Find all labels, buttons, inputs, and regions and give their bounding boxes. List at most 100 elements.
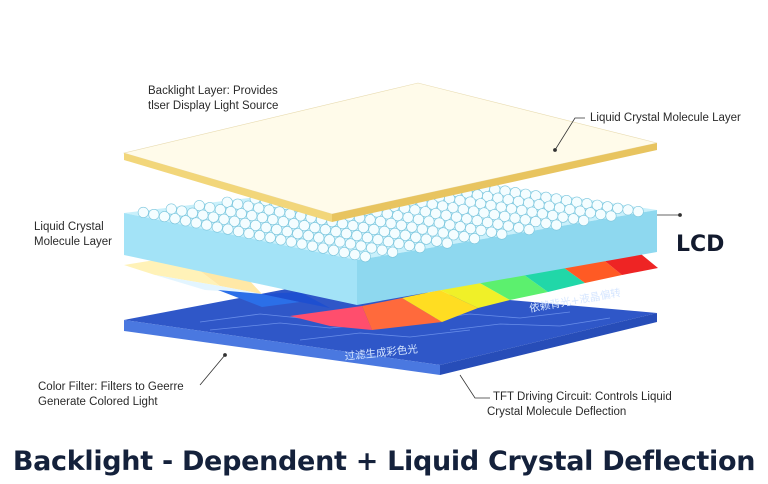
lc-molecule <box>296 238 308 250</box>
backlight-label-line1: Backlight Layer: Provides <box>148 85 278 97</box>
filter-cell-orange <box>362 298 442 330</box>
lc-molecule <box>364 214 376 226</box>
lc-molecule <box>263 204 275 216</box>
lc-molecule <box>222 223 234 235</box>
lc-molecule <box>458 231 470 243</box>
backlight-label-line2: tlser Display Light Source <box>148 100 279 112</box>
tft-layer-front <box>124 320 440 375</box>
lc-molecule <box>361 232 373 244</box>
lc-molecule <box>338 247 350 259</box>
lc-molecule <box>302 230 314 242</box>
lc-molecule <box>349 249 361 261</box>
lc-molecule <box>288 218 300 230</box>
lc-molecule <box>148 209 160 221</box>
lc-molecule <box>323 234 335 246</box>
lc-molecule <box>444 219 456 231</box>
lc-molecule <box>440 209 452 221</box>
lc-molecule <box>306 240 318 252</box>
lc-molecule <box>204 202 216 214</box>
lc-molecule <box>344 238 356 250</box>
lc-molecule <box>433 217 445 229</box>
lc-molecule <box>340 228 352 240</box>
lc-molecule <box>298 220 310 232</box>
lc-molecule <box>225 206 237 218</box>
lc-molecule <box>523 224 535 236</box>
lc-molecule <box>578 215 590 227</box>
lc-molecule <box>374 216 386 228</box>
lc-molecule <box>250 219 262 231</box>
lc-molecule <box>271 224 283 236</box>
lc-molecule <box>475 224 487 236</box>
lc-molecule <box>309 222 321 234</box>
lc-molecule <box>328 244 340 256</box>
lc-molecule <box>416 223 428 235</box>
lc-molecule <box>233 225 245 237</box>
tft-label-line1: TFT Driving Circuit: Controls Liquid <box>493 391 672 403</box>
lc-molecule <box>221 196 233 208</box>
backlight-layer-front <box>124 153 332 222</box>
lc-molecule <box>427 225 439 237</box>
filter-cell-yellow-green <box>440 282 510 308</box>
filter-cell-blue-2 <box>262 292 330 308</box>
filter-cell-yellow <box>402 290 478 322</box>
lc-molecule <box>448 229 460 241</box>
callout-lc-right <box>554 117 585 151</box>
lc-layer-side <box>357 210 657 305</box>
lc-molecule <box>292 228 304 240</box>
color-filter-label-line2: Generate Colored Light <box>38 396 158 408</box>
filter-cell-red <box>290 306 372 330</box>
lc-molecule <box>496 228 508 240</box>
lc-molecule <box>392 210 404 222</box>
lc-molecule <box>275 234 287 246</box>
lc-molecule <box>502 220 514 232</box>
backlight-layer-side <box>332 143 657 222</box>
lc-molecule <box>567 213 579 225</box>
lc-molecule <box>414 242 426 254</box>
lc-molecule <box>403 240 415 252</box>
lc-molecule <box>347 220 359 232</box>
lc-molecule <box>243 228 255 240</box>
lc-label-left-line1: Liquid Crystal <box>34 221 104 233</box>
lc-molecule <box>359 251 371 263</box>
lc-molecule <box>246 210 258 222</box>
lc-molecule <box>357 222 369 234</box>
lc-molecule <box>242 200 254 212</box>
lc-molecule <box>378 225 390 237</box>
lc-molecule <box>207 211 219 223</box>
lc-molecule <box>406 221 418 233</box>
filter-cell-pale <box>155 275 262 294</box>
filter-cell-cream-1 <box>124 256 220 286</box>
tft-label-line2: Crystal Molecule Deflection <box>487 406 627 418</box>
lc-molecule <box>137 206 149 218</box>
lc-molecule <box>165 203 177 215</box>
lc-molecule <box>317 242 329 254</box>
lc-molecule <box>180 215 192 227</box>
lc-molecule <box>622 204 634 216</box>
lc-molecule <box>402 212 414 224</box>
lc-molecule <box>540 217 552 229</box>
lc-molecule <box>430 208 442 220</box>
lc-molecule <box>519 214 531 226</box>
lc-molecule <box>186 207 198 219</box>
lc-molecule <box>382 236 394 248</box>
lc-molecule <box>485 226 497 238</box>
lc-molecule <box>319 224 331 236</box>
lc-molecule <box>468 233 480 245</box>
lc-label-right: Liquid Crystal Molecule Layer <box>590 112 741 124</box>
lc-molecule <box>313 232 325 244</box>
lc-molecule <box>176 205 188 217</box>
lc-molecule <box>229 215 241 227</box>
filter-cell-blue-1 <box>218 290 300 307</box>
lc-molecule <box>412 213 424 225</box>
lc-molecule <box>605 210 617 222</box>
lc-molecule <box>239 217 251 229</box>
callout-color-filter <box>199 354 226 386</box>
lc-molecule <box>211 221 223 233</box>
lc-molecule <box>274 206 286 218</box>
lc-molecule <box>385 217 397 229</box>
lc-molecule <box>431 235 443 247</box>
lc-molecule <box>330 226 342 238</box>
lc-molecule <box>441 237 453 249</box>
callout-lc-right-dot <box>553 148 557 152</box>
lc-molecule <box>201 219 213 231</box>
